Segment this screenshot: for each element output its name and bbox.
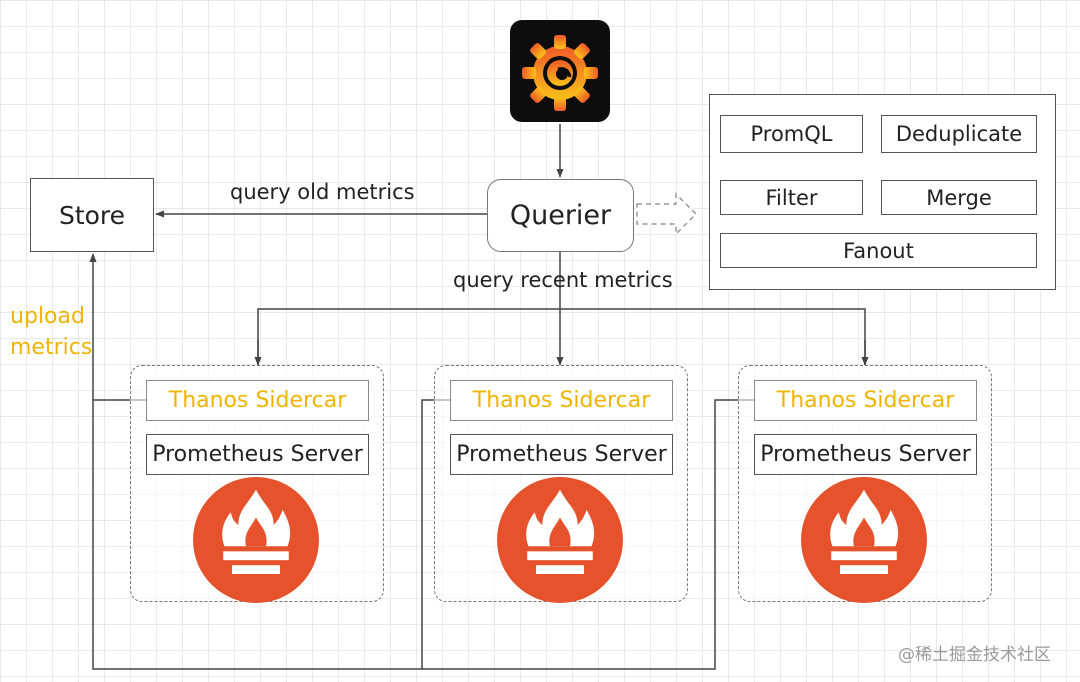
querier-pipeline-panel: PromQL Filter Fanout Merge Deduplicate bbox=[709, 94, 1056, 290]
edge-query-recent-branch bbox=[257, 308, 866, 365]
prometheus-server: Prometheus Server bbox=[450, 434, 673, 475]
filter-node: Filter bbox=[720, 180, 863, 215]
dashed-expand-arrow bbox=[636, 192, 698, 236]
prometheus-logo-icon bbox=[497, 477, 623, 603]
upload-label-line1: upload bbox=[10, 304, 85, 329]
edge-upload-metrics-3 bbox=[422, 399, 754, 670]
querier-node: Querier bbox=[487, 179, 634, 252]
prometheus-server: Prometheus Server bbox=[146, 434, 369, 475]
query-recent-label: query recent metrics bbox=[453, 268, 673, 292]
prometheus-cluster-3: Thanos Sidercar Prometheus Server bbox=[738, 365, 992, 603]
fanout-node: Fanout bbox=[720, 233, 1037, 268]
query-old-label: query old metrics bbox=[230, 180, 415, 204]
prometheus-cluster-1: Thanos Sidercar Prometheus Server bbox=[130, 365, 384, 603]
upload-metrics-label: upload metrics bbox=[10, 301, 92, 363]
deduplicate-node: Deduplicate bbox=[881, 115, 1037, 153]
prometheus-logo-icon bbox=[193, 477, 319, 603]
merge-node: Merge bbox=[881, 180, 1037, 215]
thanos-sidecar: Thanos Sidercar bbox=[754, 380, 977, 421]
promql-node: PromQL bbox=[720, 115, 863, 153]
prometheus-logo-icon bbox=[801, 477, 927, 603]
thanos-sidecar: Thanos Sidercar bbox=[146, 380, 369, 421]
store-node: Store bbox=[30, 178, 154, 252]
prometheus-server: Prometheus Server bbox=[754, 434, 977, 475]
prometheus-cluster-2: Thanos Sidercar Prometheus Server bbox=[434, 365, 688, 603]
thanos-sidecar: Thanos Sidercar bbox=[450, 380, 673, 421]
grafana-logo-icon bbox=[510, 20, 610, 122]
edge-upload-metrics bbox=[92, 399, 452, 670]
watermark: @稀土掘金技术社区 bbox=[898, 645, 1051, 665]
upload-label-line2: metrics bbox=[10, 335, 93, 360]
